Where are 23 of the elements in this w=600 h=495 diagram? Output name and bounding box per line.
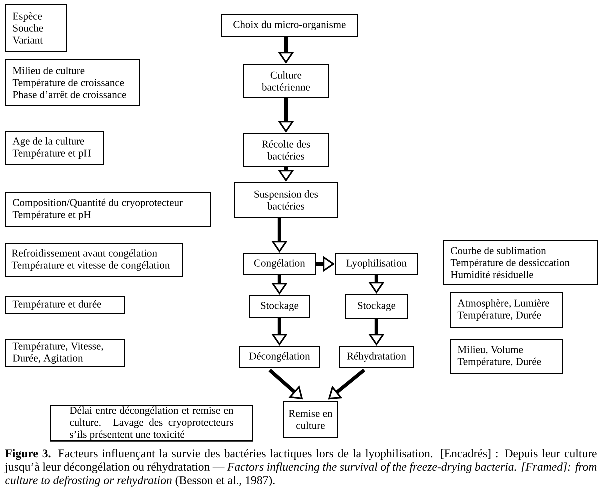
factor-box: Refroidissement avant congélation Température et vitesse de congélation	[5, 243, 184, 278]
process-box: Lyophilisation	[335, 253, 418, 276]
factor-box: Courbe de sublimation Température de dessiccation Humidité résiduelle	[443, 240, 598, 286]
factor-box: Température et durée	[5, 296, 126, 314]
factor-box: Délai entre décongélation et remise en culture. Lavage des cryoprotecteurs s’ils présentent une toxicité	[50, 405, 254, 442]
factor-box: Age de la culture Température et pH	[5, 131, 104, 166]
process-box: Réhydratation	[339, 346, 414, 368]
process-box: Stockage	[249, 295, 310, 318]
process-box: Remise en culture	[283, 401, 338, 438]
factor-box: Espèce Souche Variant	[5, 4, 68, 52]
factor-box: Température, Vitesse, Durée, Agitation	[5, 339, 126, 368]
factor-box: Milieu de culture Température de croissance Phase d’arrêt de croissance	[5, 59, 140, 106]
process-box: Congélation	[243, 253, 316, 276]
process-box: Récolte des bactéries	[243, 133, 330, 168]
process-box: Culture bactérienne	[243, 64, 330, 98]
factor-box: Atmosphère, Lumière Température, Durée	[450, 292, 564, 328]
process-box: Stockage	[345, 294, 408, 320]
process-box: Choix du micro-organisme	[221, 14, 358, 38]
process-box: Suspension des bactéries	[234, 182, 338, 218]
factor-box: Composition/Quantité du cryoprotecteur Température et pH	[5, 192, 212, 228]
process-box: Décongélation	[239, 346, 320, 368]
factor-box: Milieu, Volume Température, Durée	[450, 339, 564, 374]
figure-caption: Figure 3. Facteurs influençant la survie des bactéries lactiques lors de la lyophilisation. [Encadrés] : Depuis leur culture jusqu’à leur décongélation ou réhydratation — Factors influencing the survival of the freeze-drying bacteria. [Framed]: from culture to defrosting or rehydration (Besson et al., 1987).	[4, 449, 597, 487]
